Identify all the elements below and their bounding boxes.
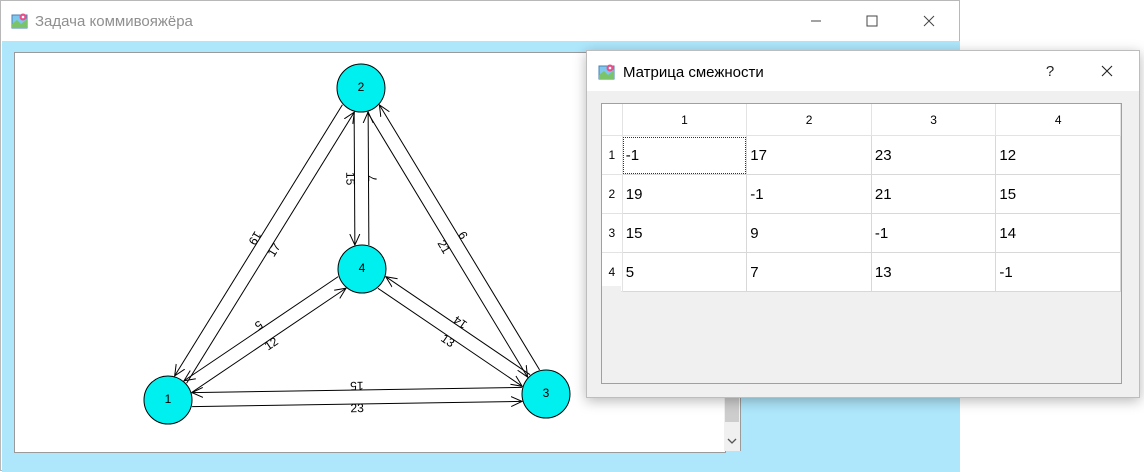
edge-3-1 [192,386,522,392]
edge-3-4 [386,277,531,376]
edge-4-3 [377,287,522,386]
matrix-cell[interactable]: -1 [746,174,872,214]
maximize-button[interactable] [849,1,895,41]
close-icon [1101,65,1113,77]
node-label: 1 [165,392,172,406]
table-row: 1 -1 17 23 12 [602,135,1121,175]
edge-weight-label: 5 [252,318,266,334]
table-corner-button[interactable] [602,104,623,136]
help-button[interactable]: ? [1045,62,1055,80]
edge-weight-label: 7 [366,175,380,182]
node-label: 4 [359,261,366,275]
edge-2-3 [366,111,527,377]
dialog-title: Матрица смежности [623,64,764,81]
node-circle[interactable] [143,375,193,425]
edge-weight-label: 12 [262,334,281,353]
row-header[interactable]: 2 [602,174,623,214]
edge-2-4 [354,112,355,245]
matrix-cell[interactable]: 9 [746,213,872,253]
chevron-down-icon [727,438,737,444]
row-header-filler [602,286,621,383]
edge-weight-label: 14 [451,313,470,332]
adjacency-matrix-table: 1 2 3 4 1 -1 17 23 12 2 [602,104,1121,292]
dialog-body: 1 2 3 4 1 -1 17 23 12 2 [587,91,1139,397]
dialog-map-icon [598,64,615,80]
matrix-cell[interactable]: 13 [871,252,997,292]
graph-node-1[interactable]: 1 [143,375,193,425]
app-map-icon [11,13,28,29]
edge-weight-label: 13 [438,331,457,350]
node-circle[interactable] [337,244,387,294]
column-header[interactable]: 4 [995,104,1121,136]
edge-3-2 [379,105,541,371]
graph-node-4[interactable]: 4 [337,244,387,294]
close-icon [923,15,935,27]
matrix-cell[interactable]: 19 [622,174,748,214]
matrix-cell[interactable]: 21 [871,174,997,214]
matrix-cell[interactable]: -1 [622,135,748,175]
node-circle[interactable] [521,369,571,419]
matrix-cell[interactable]: -1 [995,252,1121,292]
main-window-title: Задача коммивояжёра [35,13,193,30]
column-header[interactable]: 2 [746,104,872,136]
matrix-cell[interactable]: 7 [746,252,872,292]
minimize-button[interactable] [793,1,839,41]
column-header[interactable]: 3 [871,104,997,136]
matrix-cell[interactable]: 5 [622,252,748,292]
matrix-cell[interactable]: 15 [622,213,748,253]
column-header[interactable]: 1 [622,104,748,136]
node-label: 3 [543,386,550,400]
table-row: 3 15 9 -1 14 [602,213,1121,253]
node-circle[interactable] [336,63,386,113]
row-header[interactable]: 1 [602,135,623,175]
edges-layer [175,104,541,408]
graph-node-2[interactable]: 2 [336,63,386,113]
scrollbar-thumb[interactable] [725,398,739,422]
edge-1-4 [191,288,346,393]
edge-4-1 [184,276,339,381]
matrix-cell[interactable]: -1 [871,213,997,253]
maximize-icon [866,15,878,27]
graph-node-3[interactable]: 3 [521,369,571,419]
adjacency-matrix-dialog: Матрица смежности ? 1 2 3 4 [586,50,1140,398]
node-label: 2 [358,80,365,94]
edge-1-3 [192,401,522,408]
matrix-cell[interactable]: 15 [995,174,1121,214]
dialog-titlebar[interactable]: Матрица смежности ? [587,51,1139,91]
edge-weight-label: 23 [350,401,364,415]
edge-weight-label: 15 [343,172,357,186]
edge-weight-label: 15 [350,379,364,393]
main-titlebar[interactable]: Задача коммивояжёра [1,1,959,41]
column-header-row: 1 2 3 4 [602,104,1121,136]
edge-weight-label: 9 [455,228,471,241]
matrix-table-view[interactable]: 1 2 3 4 1 -1 17 23 12 2 [601,103,1122,384]
scroll-down-button[interactable] [724,431,740,451]
edge-weight-label: 19 [245,229,264,248]
edge-4-2 [368,112,369,245]
close-button[interactable] [906,1,952,41]
edge-1-2 [186,112,355,384]
matrix-cell[interactable]: 17 [746,135,872,175]
table-row: 4 5 7 13 -1 [602,252,1121,292]
row-header[interactable]: 3 [602,213,623,253]
minimize-icon [811,20,821,22]
edge-weight-label: 21 [434,237,453,256]
edge-weight-label: 17 [265,240,284,259]
table-row: 2 19 -1 21 15 [602,174,1121,214]
dialog-close-button[interactable] [1084,51,1130,91]
matrix-cell[interactable]: 14 [995,213,1121,253]
matrix-cell[interactable]: 23 [871,135,997,175]
matrix-cell[interactable]: 12 [995,135,1121,175]
edge-2-1 [175,104,343,376]
